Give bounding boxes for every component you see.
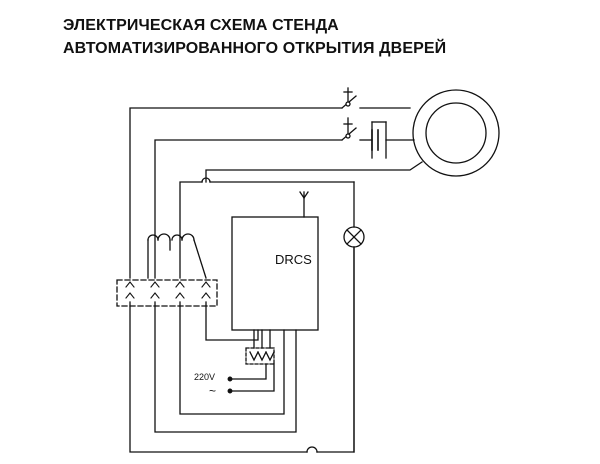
wire-loop-1 — [129, 107, 411, 453]
diagram-title: ЭЛЕКТРИЧЕСКАЯ СХЕМА СТЕНДА АВТОМАТИЗИРОВ… — [63, 14, 446, 60]
connector-pins — [125, 281, 211, 299]
connector-pin-2 — [150, 281, 160, 299]
indicator-lamp — [343, 181, 365, 248]
connector-pin-3 — [175, 281, 185, 299]
limit-switch-top — [341, 87, 357, 109]
bottom-crossover — [306, 446, 318, 453]
wire-crossovers — [147, 233, 207, 279]
connector-pin-1 — [125, 281, 135, 299]
power-wires — [227, 363, 275, 394]
wire-motor-feed — [205, 161, 423, 183]
voltage-label: 220V — [194, 372, 215, 382]
connector-pin-4 — [201, 281, 211, 299]
capacitor — [371, 129, 379, 151]
antenna-icon — [299, 191, 309, 218]
connector-block — [116, 279, 218, 307]
limit-switch-bottom — [341, 117, 357, 141]
title-line-2: АВТОМАТИЗИРОВАННОГО ОТКРЫТИЯ ДВЕРЕЙ — [63, 40, 447, 57]
controller-label: DRCS — [275, 252, 312, 267]
drcs-controller — [231, 216, 319, 331]
controller-terminals — [245, 329, 275, 365]
door-motor — [412, 89, 500, 177]
title-line-1: ЭЛЕКТРИЧЕСКАЯ СХЕМА СТЕНДА — [63, 17, 339, 34]
wire-loop-3 — [179, 177, 355, 415]
wire-loop-4 — [205, 301, 259, 341]
ac-symbol: ~ — [209, 384, 216, 398]
